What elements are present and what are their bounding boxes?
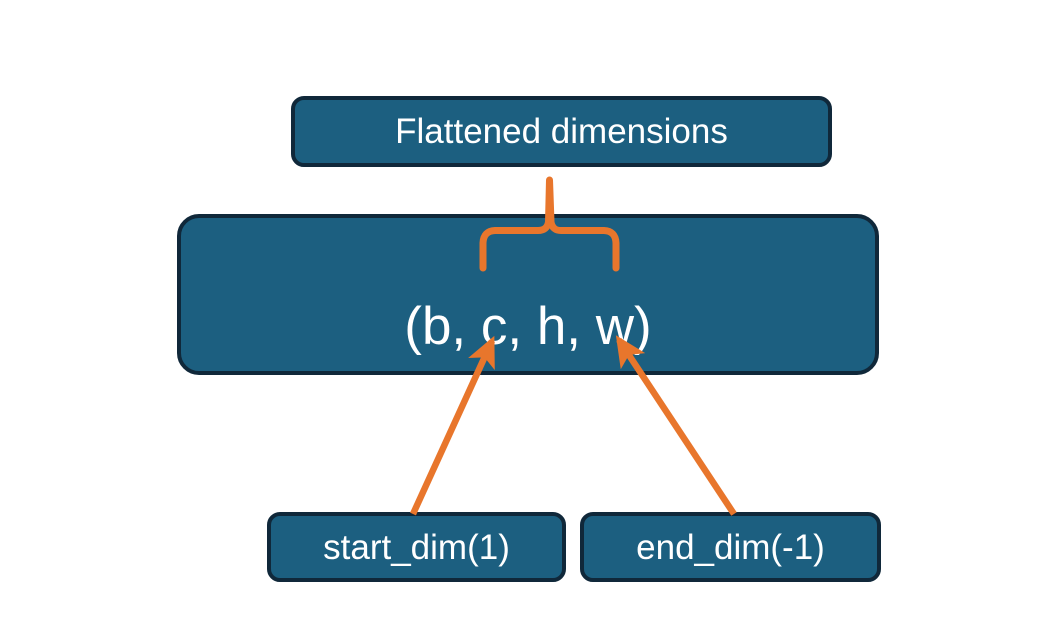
end-dim-label: end_dim(-1) — [636, 527, 825, 567]
tensor-shape-box[interactable]: (b, c, h, w) — [177, 214, 879, 375]
start-dim-box[interactable]: start_dim(1) — [267, 512, 566, 582]
tensor-shape-label: (b, c, h, w) — [404, 297, 652, 356]
end-dim-box[interactable]: end_dim(-1) — [580, 512, 881, 582]
start-dim-label: start_dim(1) — [323, 527, 510, 567]
flattened-dimensions-box[interactable]: Flattened dimensions — [291, 96, 832, 167]
flattened-dimensions-label: Flattened dimensions — [395, 112, 728, 151]
